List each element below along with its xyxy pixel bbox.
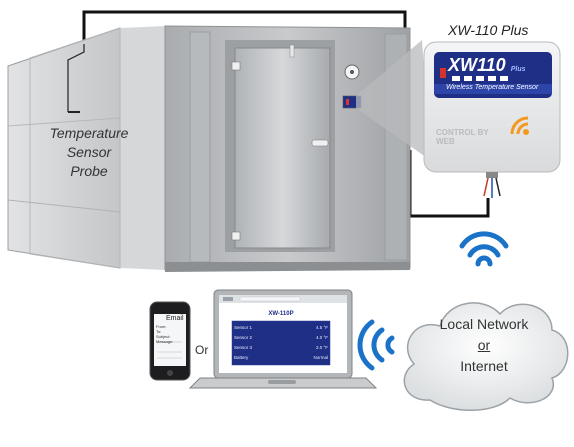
- probe-label: Temperature Sensor Probe: [44, 124, 134, 181]
- laptop-row: Battery Normal: [234, 353, 328, 363]
- device-band-text: Wireless Temperature Sensor: [446, 84, 539, 91]
- phone-field: To:: [156, 329, 162, 334]
- laptop-row-name: Sensor 2: [234, 335, 253, 340]
- probe-label-line2: Sensor: [66, 144, 112, 160]
- laptop-row-value: 4.0 °F: [315, 335, 328, 340]
- laptop-row: Sensor 1 4.5 °F: [234, 323, 328, 333]
- laptop-table: [231, 320, 331, 366]
- laptop-row-value: Normal: [313, 355, 328, 360]
- door-hinge-bottom-icon: [231, 231, 241, 241]
- laptop: [188, 289, 378, 389]
- laptop-row-value: 2.0 °F: [315, 345, 328, 350]
- laptop-row: Sensor 3 2.0 °F: [234, 343, 328, 353]
- phone-field: Subject:: [156, 334, 171, 339]
- phone-field: Message:: [156, 339, 174, 344]
- door-hinge-top-icon: [231, 61, 241, 71]
- device-logo: XW110 Plus: [448, 55, 526, 76]
- device-logo-sub: Plus: [510, 66, 526, 73]
- laptop-screen-rows: Sensor 1 4.5 °F Sensor 2 4.0 °F Sensor 3…: [234, 323, 328, 363]
- laptop-row-value: 4.5 °F: [315, 325, 328, 330]
- device-brand: CONTROL BY WEB: [436, 128, 489, 146]
- cloud-shape: [403, 302, 569, 411]
- or-label: Or: [195, 343, 209, 357]
- wireless-signal-device-icon: [459, 231, 509, 267]
- network-label: Local Network or Internet: [420, 314, 548, 377]
- laptop-row-name: Battery: [234, 355, 249, 360]
- probe-label-line3: Probe: [70, 163, 108, 179]
- laptop-row-name: Sensor 1: [234, 325, 253, 330]
- laptop-row: Sensor 2 4.0 °F: [234, 333, 328, 343]
- phone-field: From:: [156, 324, 167, 329]
- device-title: XW-110 Plus: [448, 22, 529, 38]
- phone-screen-title: Email: [166, 315, 184, 322]
- phone-screen-fields: From: To: Subject: Message:: [156, 324, 173, 344]
- zoom-wedge: [356, 40, 430, 160]
- xw110-device: [423, 41, 561, 198]
- network-label-line2: or: [477, 337, 491, 353]
- door-handle-icon: [311, 139, 329, 147]
- laptop-row-name: Sensor 3: [234, 345, 253, 350]
- smartphone: [149, 301, 191, 381]
- laptop-screen-header: XW-110P: [268, 311, 294, 317]
- walk-in-cooler: [7, 25, 411, 272]
- cooler-door: [234, 47, 331, 249]
- device-logo-text: XW110: [448, 55, 506, 75]
- probe-label-line1: Temperature: [49, 125, 129, 141]
- network-label-line3: Internet: [460, 358, 508, 374]
- network-label-line1: Local Network: [439, 316, 529, 332]
- wireless-signal-laptop-icon: [357, 319, 395, 371]
